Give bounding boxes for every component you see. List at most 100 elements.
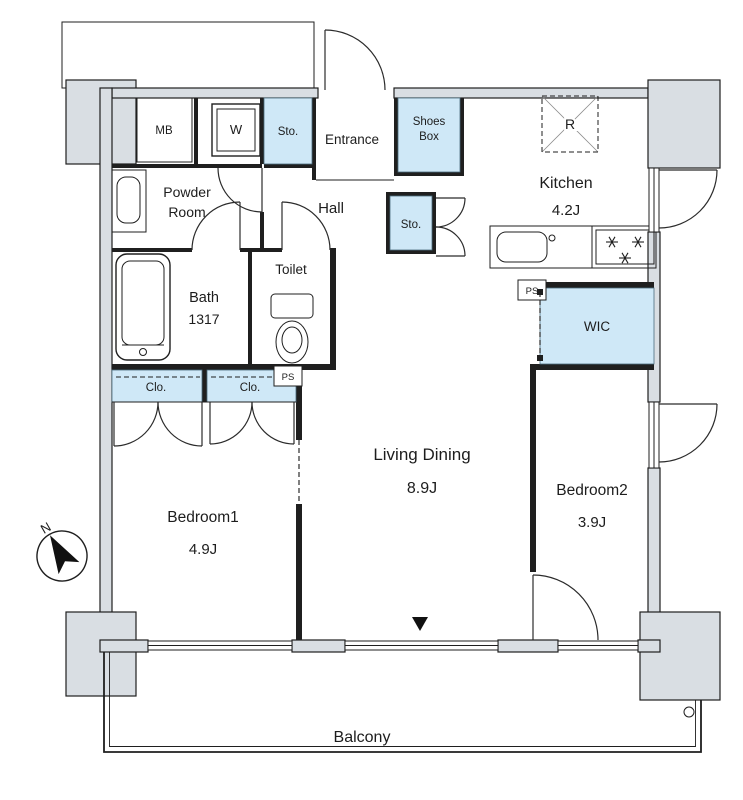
- wall-segment: [112, 364, 336, 370]
- wall-segment: [202, 370, 207, 402]
- bedroom2-door-arc: [532, 574, 599, 641]
- wall-segment: [647, 79, 721, 169]
- closet-door-arc: [157, 401, 203, 447]
- balcony-railing: [103, 652, 702, 753]
- wall-segment: [497, 639, 559, 653]
- bedroom2-label: Bedroom2: [556, 482, 628, 499]
- washer-label: W: [230, 122, 243, 137]
- living-dining-area-label: 8.9J: [407, 480, 437, 497]
- entry-marker-icon: [412, 617, 428, 631]
- wall-segment: [394, 172, 464, 176]
- shoes-box-area: [397, 97, 461, 173]
- bath-area-label: 1317: [188, 311, 219, 327]
- meter-box-icon: [136, 97, 193, 163]
- mb-label: MB: [155, 125, 173, 137]
- bath-label: Bath: [189, 290, 219, 306]
- wall-segment: [637, 639, 661, 653]
- window-arc: [658, 169, 718, 229]
- side-windows: [648, 167, 718, 469]
- wall-segment: [639, 611, 721, 701]
- wall-segment: [530, 364, 654, 370]
- powder-room-label-line1: Powder: [163, 184, 211, 200]
- closet-door-arc: [209, 401, 253, 445]
- closet-right-label: Clo.: [240, 382, 260, 394]
- wall-segment: [240, 248, 282, 252]
- toilet-icon: [270, 293, 314, 364]
- storage-hall-label: Sto.: [401, 219, 421, 231]
- wall-segment: [386, 250, 436, 254]
- kitchen-label: Kitchen: [539, 175, 592, 192]
- wic-door-end: [537, 289, 543, 295]
- wall-segment: [460, 98, 464, 172]
- entrance-door-arc: [324, 29, 386, 91]
- storage-hall-area: [389, 195, 433, 251]
- kitchen-counter-icon: [489, 225, 657, 269]
- bedroom1-area-label: 4.9J: [189, 541, 217, 558]
- walls: [65, 79, 721, 701]
- vanity-sink-icon: [111, 169, 147, 233]
- toilet-label: Toilet: [275, 262, 307, 277]
- pipe-space-label: PS: [282, 372, 295, 383]
- hall-double-door-arc: [435, 197, 466, 228]
- wall-segment: [99, 87, 113, 649]
- wall-segment: [330, 248, 336, 370]
- doors: [113, 29, 599, 641]
- hall-label: Hall: [318, 200, 344, 217]
- shoes-box-label-line2: Box: [419, 131, 439, 143]
- wall-segment: [296, 364, 302, 440]
- hall-double-door-arc: [435, 226, 466, 257]
- wall-segment: [99, 639, 149, 653]
- closet-left-area: [111, 369, 203, 403]
- closet-door-arc: [251, 401, 295, 445]
- drain-icon: [683, 706, 695, 718]
- wall-segment: [260, 98, 264, 164]
- shoes-box-label-line1: Shoes: [413, 116, 446, 128]
- wall-segment: [393, 87, 649, 99]
- toilet-door-arc: [281, 201, 331, 251]
- wic-area: [539, 287, 655, 365]
- wall-segment: [65, 611, 137, 697]
- partition-walls: [112, 98, 654, 640]
- wall-segment: [394, 98, 398, 172]
- balcony-label: Balcony: [334, 729, 391, 746]
- bathtub-icon: [115, 253, 171, 361]
- wall-segment: [432, 192, 436, 254]
- labels: MB W Sto. Entrance Shoes Box Kitchen 4.2…: [146, 114, 628, 746]
- wall-segment: [386, 192, 390, 254]
- powder-door-arc: [217, 167, 263, 213]
- bedroom2-area-label: 3.9J: [578, 514, 606, 531]
- window-arc: [658, 403, 718, 463]
- wall-segment: [112, 164, 262, 168]
- wall-segment: [312, 98, 316, 180]
- bath-door-arc: [191, 201, 241, 251]
- powder-room-label-line2: Room: [168, 204, 205, 220]
- kitchen-area-label: 4.2J: [552, 202, 580, 219]
- pipe-space-label: PS: [526, 286, 539, 297]
- closet-door-arc: [113, 401, 159, 447]
- wic-label: WIC: [584, 319, 610, 334]
- balcony-windows: [147, 640, 639, 651]
- washer-icon: [211, 103, 261, 157]
- wall-segment: [291, 639, 346, 653]
- wall-segment: [260, 212, 264, 252]
- compass-needle: [50, 535, 80, 575]
- storage-areas: [111, 97, 655, 403]
- kitchen-sink-icon: [496, 231, 548, 263]
- refrigerator-label: R: [565, 116, 575, 132]
- wall-segment: [546, 282, 654, 288]
- wall-segment: [530, 370, 536, 572]
- wall-segment: [111, 87, 319, 99]
- wall-segment: [112, 248, 192, 252]
- closet-left-label: Clo.: [146, 382, 166, 394]
- wall-segment: [248, 252, 252, 366]
- wall-segment: [296, 504, 302, 640]
- refrigerator-icon: [541, 95, 599, 153]
- wall-segment: [264, 164, 312, 168]
- pipe-space-box: [273, 365, 303, 387]
- wic-door-end: [537, 355, 543, 361]
- storage-top-label: Sto.: [278, 126, 298, 138]
- wall-segment: [194, 98, 198, 164]
- wall-segment: [386, 192, 436, 196]
